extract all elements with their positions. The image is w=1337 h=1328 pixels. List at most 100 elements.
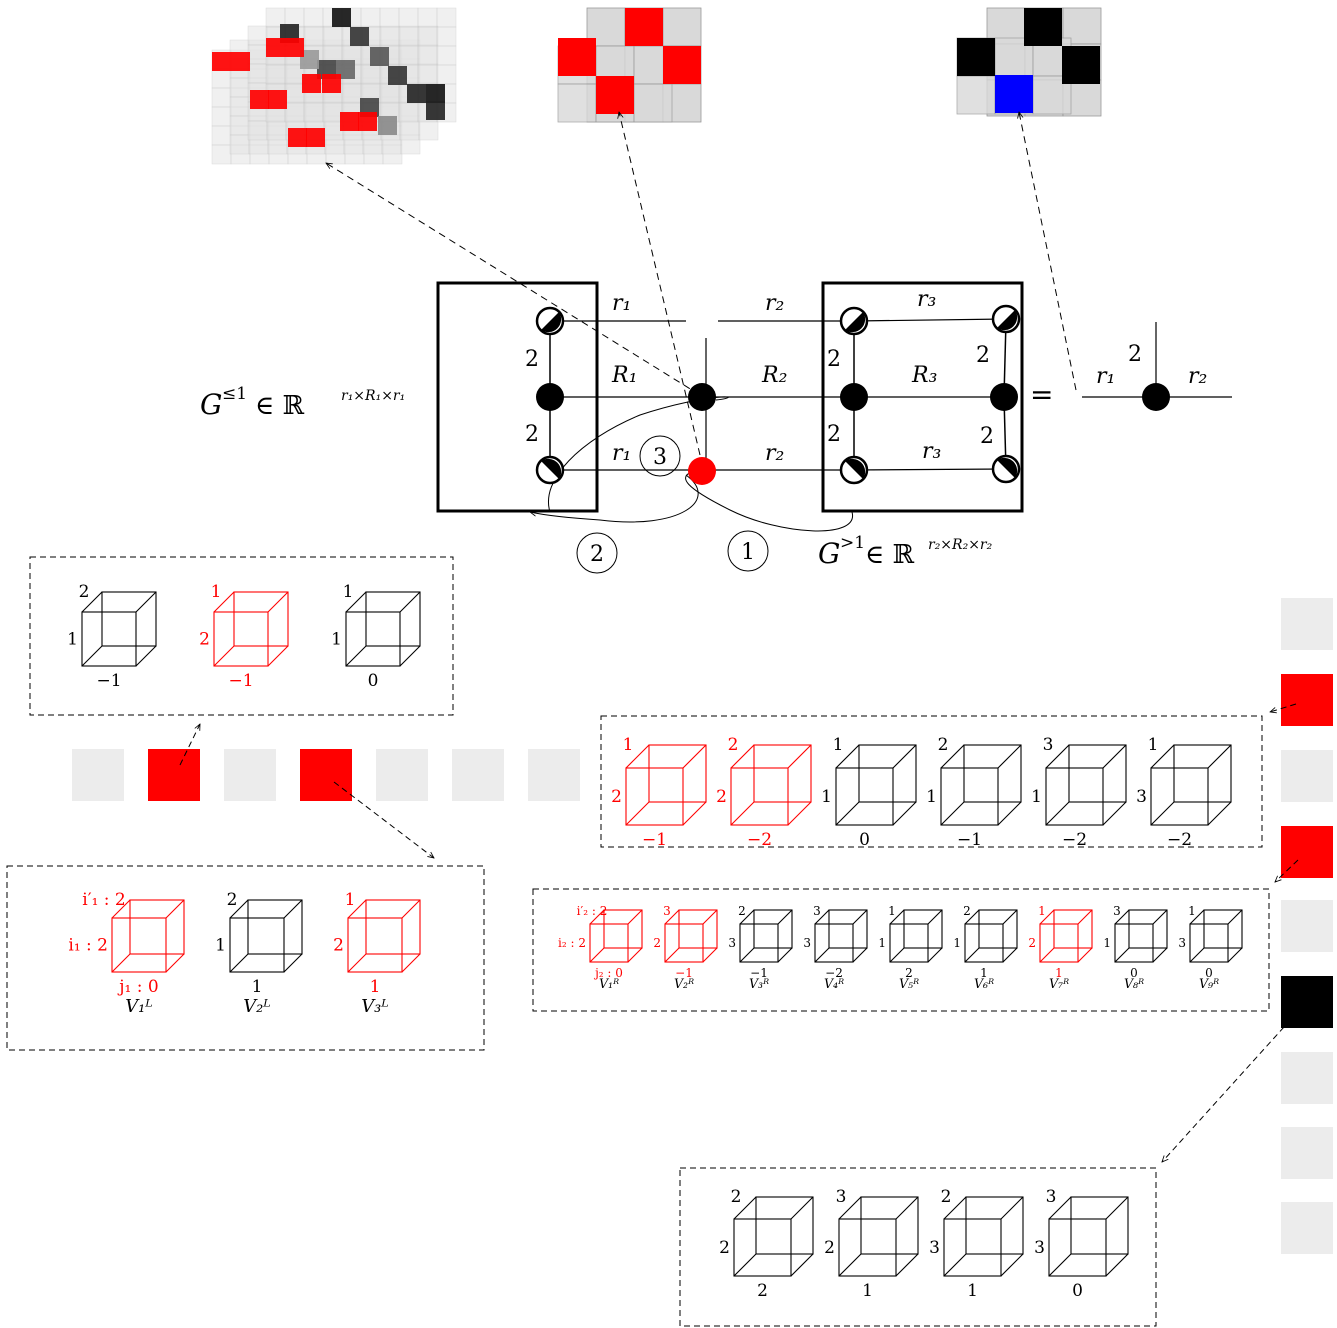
svg-text:1: 1 <box>862 1281 873 1301</box>
svg-text:3: 3 <box>1178 936 1186 950</box>
svg-text:j₁ : 0: j₁ : 0 <box>117 977 158 997</box>
svg-text:2: 2 <box>716 787 727 807</box>
svg-text:1: 1 <box>953 936 961 950</box>
svg-text:1: 1 <box>833 735 844 755</box>
half-filled-node <box>839 306 869 336</box>
strip-cell <box>376 749 428 801</box>
svg-text:1: 1 <box>67 630 78 650</box>
strip-cell <box>528 749 580 801</box>
svg-text:1: 1 <box>980 966 988 980</box>
svg-text:1: 1 <box>878 936 886 950</box>
svg-text:V₅ᴿ: V₅ᴿ <box>899 976 919 991</box>
svg-text:−2: −2 <box>825 966 843 980</box>
cube-icon: 1 2 −1 <box>611 735 707 850</box>
svg-text:1: 1 <box>741 540 755 565</box>
svg-text:2: 2 <box>938 735 949 755</box>
svg-text:∈ ℝ: ∈ ℝ <box>255 391 305 421</box>
svg-text:1: 1 <box>967 1281 978 1301</box>
half-filled-node <box>991 304 1021 334</box>
svg-text:3: 3 <box>929 1238 940 1258</box>
image-patch-middle <box>557 7 702 123</box>
svg-text:−1: −1 <box>750 966 768 980</box>
svg-text:1: 1 <box>1031 787 1042 807</box>
svg-text:−1: −1 <box>642 830 667 850</box>
strip-cell <box>1281 1052 1333 1104</box>
svg-text:2: 2 <box>525 422 539 447</box>
svg-text:1: 1 <box>1148 735 1159 755</box>
svg-text:0: 0 <box>368 671 379 691</box>
svg-text:2: 2 <box>227 890 238 910</box>
svg-text:>1: >1 <box>840 533 865 553</box>
svg-text:3: 3 <box>1113 904 1121 918</box>
svg-text:−1: −1 <box>228 671 253 691</box>
svg-text:∈ ℝ: ∈ ℝ <box>865 540 915 570</box>
svg-text:2: 2 <box>757 1281 768 1301</box>
svg-text:2: 2 <box>333 936 344 956</box>
svg-text:1: 1 <box>1055 966 1063 980</box>
svg-text:r₂: r₂ <box>765 291 784 316</box>
strip-cell <box>452 749 504 801</box>
svg-text:r₂: r₂ <box>1188 364 1207 389</box>
svg-text:3: 3 <box>1043 735 1054 755</box>
image-patch-right <box>956 7 1102 117</box>
network-nodes <box>536 383 1170 485</box>
svg-text:V₂ᴸ: V₂ᴸ <box>243 996 271 1017</box>
svg-text:1: 1 <box>370 977 381 997</box>
svg-text:−1: −1 <box>96 671 121 691</box>
cube-icon: 231 <box>929 1187 1024 1301</box>
strip-cell <box>1281 1202 1333 1254</box>
strip-cell <box>1281 598 1333 650</box>
svg-text:r₁: r₁ <box>1096 364 1115 389</box>
svg-text:3: 3 <box>663 904 671 918</box>
svg-text:2: 2 <box>79 582 90 602</box>
strip-cell <box>300 749 352 801</box>
cube-icon: 110 <box>821 735 917 850</box>
svg-text:≤1: ≤1 <box>222 384 247 404</box>
svg-text:r₃: r₃ <box>922 439 941 464</box>
svg-text:V₃ᴿ: V₃ᴿ <box>749 976 769 991</box>
svg-text:3: 3 <box>803 936 811 950</box>
svg-text:r₁: r₁ <box>612 291 631 316</box>
step-2-return <box>530 474 699 523</box>
svg-text:2: 2 <box>611 787 622 807</box>
box-small-right <box>532 888 1270 1012</box>
svg-text:r₁×R₁×r₁: r₁×R₁×r₁ <box>341 388 405 404</box>
svg-text:=: = <box>1030 378 1053 411</box>
cube-icon: 31−2 <box>1031 735 1127 850</box>
image-patch-left <box>211 7 457 165</box>
svg-text:1: 1 <box>1103 936 1111 950</box>
svg-text:−2: −2 <box>747 830 772 850</box>
half-filled-node <box>839 455 869 485</box>
svg-text:V₇ᴿ: V₇ᴿ <box>1049 976 1069 991</box>
cube-icon: 110 <box>331 582 421 691</box>
svg-text:R₁: R₁ <box>611 363 637 388</box>
svg-text:1: 1 <box>623 735 634 755</box>
svg-text:2: 2 <box>976 343 990 368</box>
cube-icon: 330 <box>1034 1187 1129 1301</box>
box-bottom-left <box>6 865 485 1051</box>
network-dim-labels: 2 2 2 2 2 2 2 = <box>525 342 1142 449</box>
strip-cell <box>1281 750 1333 802</box>
svg-text:R₃: R₃ <box>911 363 937 388</box>
half-filled-node <box>991 454 1021 484</box>
svg-text:R₂: R₂ <box>761 363 787 388</box>
vector-strip-horizontal <box>72 749 580 801</box>
strip-cell <box>1281 674 1333 726</box>
svg-text:i₂ : 2: i₂ : 2 <box>558 936 586 950</box>
cube-icon: 22−2 <box>716 735 812 850</box>
svg-text:r₁: r₁ <box>612 441 631 466</box>
svg-text:2: 2 <box>199 630 210 650</box>
svg-text:1: 1 <box>252 977 263 997</box>
strip-cell <box>148 749 200 801</box>
box-mid-right <box>600 715 1263 848</box>
